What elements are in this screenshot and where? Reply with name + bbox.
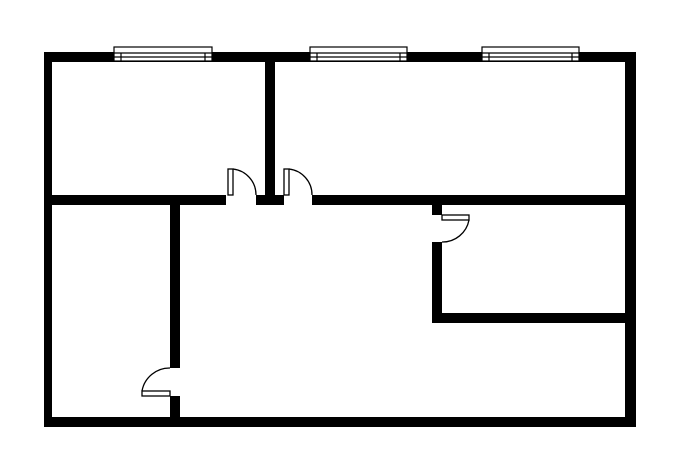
wall-right-room-left (432, 242, 442, 323)
wall-middle-right (312, 195, 625, 205)
wall-right-room-left-stub (432, 205, 442, 215)
wall-right-room-bottom (432, 313, 625, 323)
outer-wall-right (625, 52, 636, 427)
windows (113, 46, 580, 62)
main-hall (180, 205, 625, 417)
wall-lower-left-partition-top (170, 205, 180, 368)
door-right-middle-room (441, 214, 470, 243)
outer-wall-bottom (44, 417, 636, 427)
door-lower-left-room (141, 367, 171, 397)
lower-left-room (52, 205, 170, 417)
top-wall-window-middle (309, 46, 408, 62)
top-wall-window-right (481, 46, 580, 62)
wall-middle-left (52, 195, 226, 205)
doors (141, 168, 470, 397)
wall-lower-left-partition-bottom (170, 396, 180, 417)
wall-upper-partition (265, 62, 275, 205)
wall-middle-center (256, 195, 284, 205)
outer-wall-left (44, 52, 52, 427)
door-upper-right-room (283, 168, 313, 196)
door-upper-left-room (227, 168, 257, 196)
upper-right-room (275, 62, 625, 195)
top-wall-window-left (113, 46, 213, 62)
rooms (52, 62, 625, 417)
